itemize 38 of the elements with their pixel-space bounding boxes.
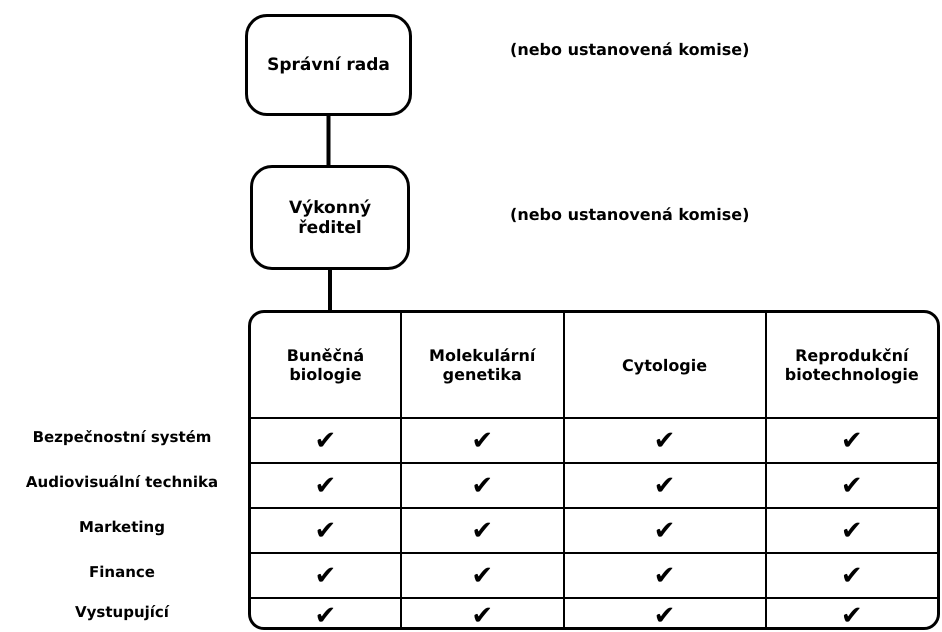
check-mark: ✔	[840, 560, 863, 590]
check-mark: ✔	[471, 470, 494, 500]
row-label: Audiovisuální technika	[26, 472, 218, 490]
check-mark: ✔	[314, 560, 336, 590]
row-label: Finance	[89, 562, 155, 580]
check-mark: ✔	[471, 601, 494, 627]
check-mark: ✔	[471, 426, 494, 456]
column-header: Buněčná biologie	[286, 346, 366, 384]
check-mark: ✔	[840, 426, 863, 456]
check-mark: ✔	[654, 470, 676, 500]
column-header: Molekulární genetika	[428, 346, 537, 384]
check-mark: ✔	[314, 470, 336, 500]
check-mark: ✔	[840, 601, 863, 627]
box-title: Výkonný ředitel	[288, 198, 372, 238]
check-mark: ✔	[840, 470, 863, 500]
check-mark: ✔	[654, 560, 676, 590]
column-header: Cytologie	[622, 356, 708, 374]
row-label: Vystupující	[75, 602, 169, 620]
check-mark: ✔	[654, 601, 676, 627]
org-box	[250, 165, 410, 270]
check-mark: ✔	[654, 426, 676, 456]
org-box	[245, 14, 412, 116]
note-text: (nebo ustanovená komise)	[510, 40, 750, 59]
row-label: Bezpečnostní systém	[32, 428, 212, 446]
row-label: Marketing	[79, 518, 165, 536]
connector-line	[328, 270, 332, 310]
check-mark: ✔	[471, 516, 494, 546]
check-mark: ✔	[314, 516, 336, 546]
connector-line	[326, 116, 330, 165]
check-mark: ✔	[314, 601, 336, 627]
note-text: (nebo ustanovená komise)	[510, 205, 750, 224]
check-mark: ✔	[840, 516, 863, 546]
table-frame	[248, 310, 940, 630]
box-title: Správní rada	[266, 55, 391, 75]
check-mark: ✔	[314, 426, 336, 456]
check-mark: ✔	[471, 560, 494, 590]
check-mark: ✔	[654, 516, 676, 546]
column-header: Reprodukční biotechnologie	[784, 346, 920, 384]
